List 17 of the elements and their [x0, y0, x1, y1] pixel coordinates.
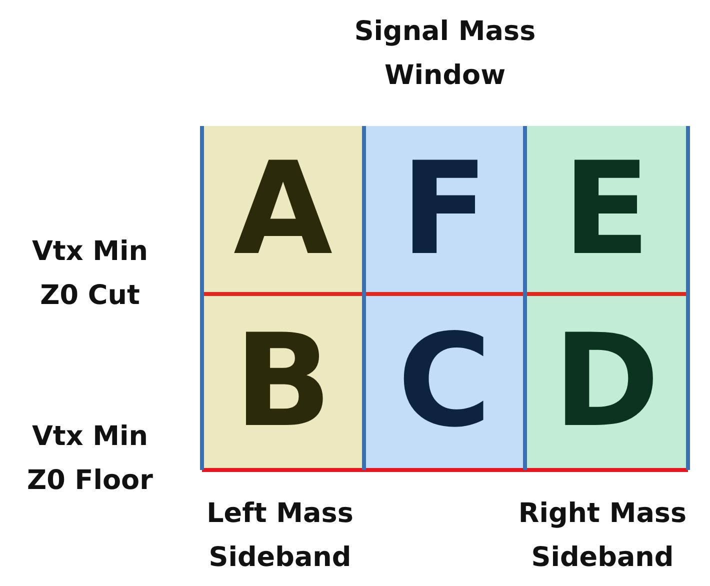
- region-letter: E: [562, 146, 650, 274]
- axis-label: Vtx Min Z0 Cut: [31, 235, 149, 313]
- axis-label: Signal Mass Window: [353, 15, 537, 93]
- region-letter: B: [234, 318, 332, 446]
- region-letter: C: [398, 318, 492, 446]
- region-cell: [364, 126, 525, 294]
- region-cell: [202, 294, 364, 470]
- region-cell: [525, 126, 688, 294]
- region-cell: [364, 294, 525, 470]
- region-letter: D: [553, 318, 660, 446]
- region-letter: F: [400, 146, 488, 274]
- axis-label: Vtx Min Z0 Floor: [26, 420, 154, 498]
- region-cell: [525, 294, 688, 470]
- axis-label: Right Mass Sideband: [517, 497, 688, 575]
- axis-label: Left Mass Sideband: [206, 497, 354, 575]
- region-cell: [202, 126, 364, 294]
- region-letter: A: [233, 146, 333, 274]
